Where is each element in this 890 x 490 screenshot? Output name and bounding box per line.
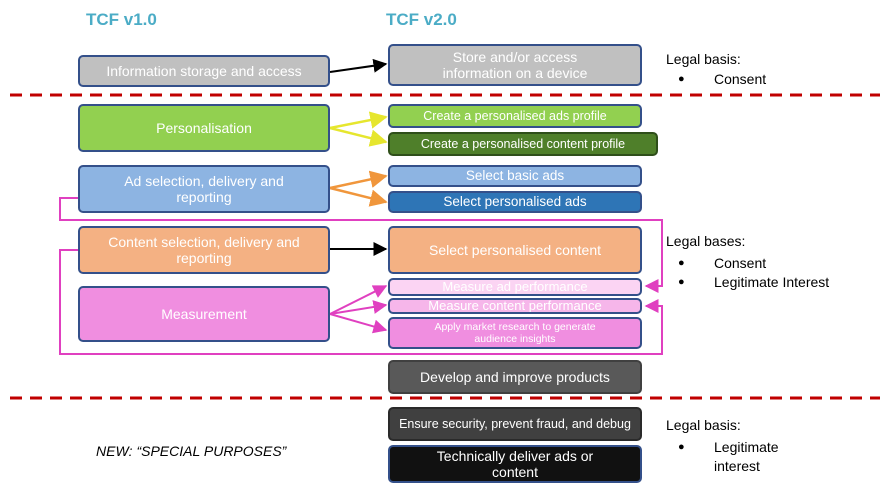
v2-personalised-ads-box: Select personalised ads bbox=[388, 191, 642, 213]
v1-storage-box: Information storage and access bbox=[78, 55, 330, 87]
arrow-personalisation-content bbox=[329, 126, 388, 147]
arrow-measure-content bbox=[329, 300, 388, 315]
arrow-personalisation-ads bbox=[329, 111, 388, 130]
arrow-ads-basic bbox=[329, 170, 388, 190]
v2-develop-box: Develop and improve products bbox=[388, 360, 642, 394]
measurement-bracket bbox=[59, 197, 663, 293]
header-v1: TCF v1.0 bbox=[86, 10, 157, 29]
v2-store-access-box: Store and/or access information on a dev… bbox=[388, 44, 642, 86]
legal-middle-item: Consent bbox=[666, 254, 829, 274]
legal-middle: Legal bases: Consent Legitimate Interest bbox=[666, 232, 829, 293]
v2-ads-profile-box: Create a personalised ads profile bbox=[388, 104, 642, 128]
v2-measure-ad-box: Measure ad performance bbox=[388, 278, 642, 296]
arrow-storage bbox=[329, 58, 388, 73]
v1-measurement-box: Measurement bbox=[78, 286, 330, 342]
legal-top: Legal basis: Consent bbox=[666, 50, 766, 89]
special-purposes-note: NEW: “SPECIAL PURPOSES” bbox=[96, 443, 287, 459]
arrow-ads-personalised bbox=[329, 186, 388, 207]
v1-content-selection-box: Content selection, delivery and reportin… bbox=[78, 226, 330, 274]
v2-basic-ads-box: Select basic ads bbox=[388, 165, 642, 187]
v2-deliver-box: Technically deliver ads or content bbox=[388, 445, 642, 483]
v1-personalisation-box: Personalisation bbox=[78, 104, 330, 152]
v2-market-research-box: Apply market research to generate audien… bbox=[388, 317, 642, 349]
legal-bottom-title: Legal basis: bbox=[666, 417, 741, 433]
legal-bottom: Legal basis: Legitimate interest bbox=[666, 416, 806, 477]
measurement-bracket-lower bbox=[59, 249, 663, 355]
legal-bottom-item: Legitimate interest bbox=[666, 438, 806, 477]
header-v2: TCF v2.0 bbox=[386, 10, 457, 29]
v2-measure-content-box: Measure content performance bbox=[388, 298, 642, 314]
legal-top-item: Consent bbox=[666, 70, 766, 90]
legal-top-title: Legal basis: bbox=[666, 51, 741, 67]
arrow-market-research bbox=[329, 313, 388, 334]
arrow-measure-ad bbox=[329, 285, 388, 315]
v2-security-box: Ensure security, prevent fraud, and debu… bbox=[388, 407, 642, 441]
v2-content-profile-box: Create a personalised content profile bbox=[388, 132, 658, 156]
v1-ad-selection-box: Ad selection, delivery and reporting bbox=[78, 165, 330, 213]
legal-middle-item: Legitimate Interest bbox=[666, 273, 829, 293]
legal-middle-title: Legal bases: bbox=[666, 233, 746, 249]
v2-personalised-content-box: Select personalised content bbox=[388, 226, 642, 274]
